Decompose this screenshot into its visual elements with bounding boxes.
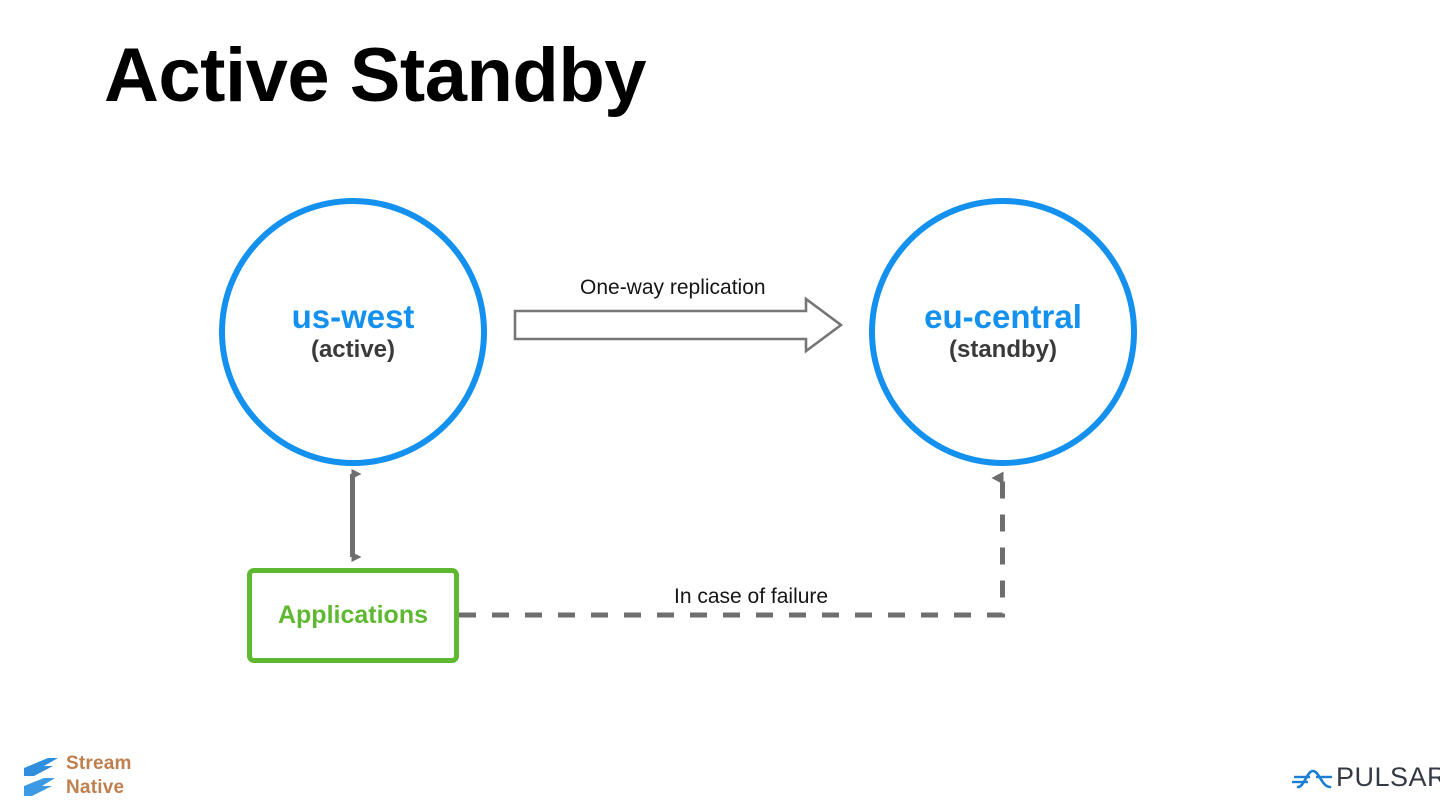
- pulsar-logo-icon: [1292, 769, 1332, 789]
- node-applications[interactable]: Applications: [247, 568, 459, 663]
- node-us-west[interactable]: us-west (active): [219, 198, 487, 466]
- streamnative-wordmark-line1: Stream: [66, 753, 132, 774]
- edge-label-in-case-of-failure: In case of failure: [668, 585, 835, 609]
- node-eu-central-role: (standby): [949, 336, 1057, 364]
- pulsar-logo: PULSAR: [1288, 762, 1440, 800]
- edge-one-way-replication-arrow: [513, 296, 844, 354]
- node-eu-central-name: eu-central: [924, 298, 1082, 336]
- streamnative-wordmark-line2: Native: [66, 776, 125, 798]
- node-eu-central[interactable]: eu-central (standby): [869, 198, 1137, 466]
- node-applications-label: Applications: [277, 601, 428, 629]
- streamnative-logo-icon: [24, 758, 58, 796]
- edge-label-one-way-replication: One-way replication: [574, 276, 772, 300]
- streamnative-wordmark: Stream Native: [66, 752, 132, 800]
- streamnative-logo: Stream Native: [22, 752, 142, 802]
- node-us-west-role: (active): [310, 336, 396, 364]
- page-title: Active Standby: [104, 33, 647, 118]
- pulsar-wordmark: PULSAR: [1336, 762, 1440, 792]
- node-us-west-name: us-west: [291, 298, 415, 336]
